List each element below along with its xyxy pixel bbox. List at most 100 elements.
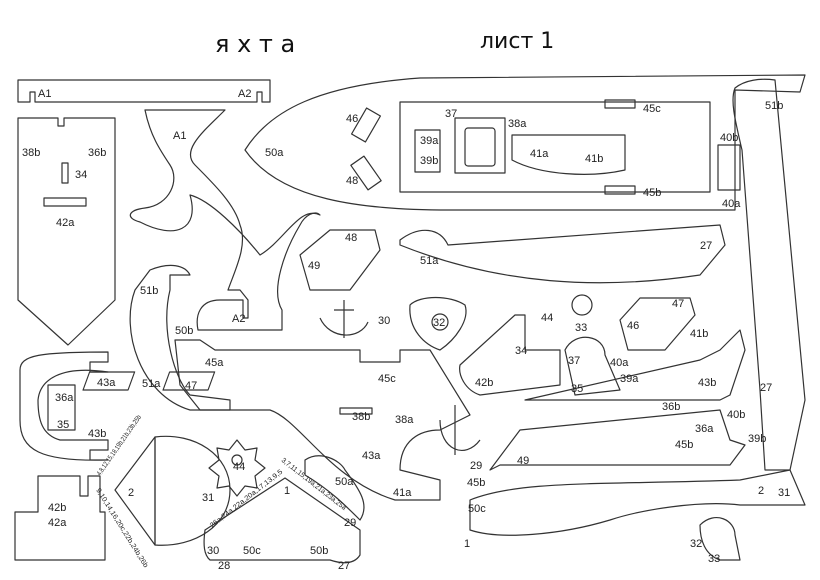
part-label: 30 — [378, 315, 390, 327]
part-label: 39a — [420, 135, 439, 147]
part-label: 1 — [464, 538, 470, 550]
part-label: 46 — [627, 320, 639, 332]
part-34-44 — [459, 314, 561, 396]
cutout-38a-inner — [464, 127, 496, 167]
part-label: 31 — [202, 492, 214, 504]
gear-44 — [208, 439, 266, 497]
part-41b-43b — [524, 329, 746, 401]
part-label: 44 — [541, 312, 553, 324]
part-label: 39b — [420, 155, 438, 167]
part-label: 41a — [393, 487, 412, 499]
part-40 — [717, 144, 741, 191]
part-label: A2 — [238, 88, 251, 100]
part-36a-35 — [47, 384, 76, 431]
edge-label-upper-left: 4,8,12,15,18,19b,21b,23b,25b — [96, 414, 143, 477]
part-label: 43b — [88, 428, 106, 440]
cutout-48 — [350, 155, 382, 191]
part-label: 49 — [308, 260, 320, 272]
part-37-40a — [564, 336, 621, 396]
part-label: 38b — [22, 147, 40, 159]
window-1 — [82, 371, 136, 391]
part-label: 36a — [55, 392, 74, 404]
part-keel — [469, 469, 806, 536]
part-label: 35 — [57, 419, 69, 431]
part-label: 47 — [672, 298, 684, 310]
part-51a-sail — [399, 224, 726, 284]
part-label: 42b — [48, 502, 66, 514]
part-38b-panel — [17, 117, 116, 346]
part-label: 45b — [467, 477, 485, 489]
hole-32 — [431, 313, 449, 331]
part-label: 37 — [568, 355, 580, 367]
deck-inner — [399, 101, 711, 193]
part-label: 36b — [88, 147, 106, 159]
part-label: 50a — [335, 476, 354, 488]
part-label: 50b — [175, 325, 193, 337]
part-label: 50c — [243, 545, 261, 557]
edge-label-triangle-left: 26a,24a,22a,20a,17,13,9,5 — [209, 469, 284, 530]
title: я х т а — [215, 30, 295, 58]
part-label: 32 — [690, 538, 702, 550]
cutout-39 — [414, 129, 441, 173]
part-label: 45c — [643, 103, 661, 115]
parts-outlines — [14, 74, 806, 564]
part-label: 50b — [310, 545, 328, 557]
part-label: 43b — [698, 377, 716, 389]
part-label: 45c — [378, 373, 396, 385]
part-label: 40b — [727, 409, 745, 421]
part-label: 31 — [778, 487, 790, 499]
part-label: 27 — [760, 382, 772, 394]
part-label: 42a — [48, 517, 67, 529]
part-label: 41b — [585, 153, 603, 165]
sheet-label: лист 1 — [480, 29, 554, 54]
part-label: 36a — [695, 423, 714, 435]
part-label: 30 — [207, 545, 219, 557]
part-33 — [571, 294, 593, 316]
part-label: A2 — [232, 313, 245, 325]
part-label: 41a — [530, 148, 549, 160]
part-label: 45b — [675, 439, 693, 451]
part-label: 51a — [142, 378, 161, 390]
part-label: 47 — [185, 380, 197, 392]
slot-45b — [604, 185, 636, 195]
part-label: 28 — [218, 560, 230, 572]
part-32-33 — [699, 517, 741, 561]
part-45b-49 — [489, 409, 746, 471]
slot-45c — [604, 99, 636, 109]
part-label: 42b — [475, 377, 493, 389]
anchor-30 — [319, 300, 369, 338]
part-stand — [129, 109, 321, 331]
part-label: 36b — [662, 401, 680, 413]
cutout-41 — [511, 134, 626, 175]
part-label: 43a — [362, 450, 381, 462]
part-label: 44 — [233, 461, 245, 473]
part-36a-frame — [19, 351, 109, 461]
part-label: 33 — [708, 553, 720, 565]
part-label: 37 — [445, 108, 457, 120]
part-label: 2 — [758, 485, 764, 497]
part-label: 34 — [75, 169, 87, 181]
part-label: 48 — [345, 232, 357, 244]
part-deck — [244, 74, 806, 211]
part-label: 43a — [97, 377, 116, 389]
slot-34 — [61, 162, 69, 184]
part-50a — [304, 455, 365, 521]
part-label: 40a — [722, 198, 741, 210]
part-label: 32 — [433, 317, 445, 329]
part-label: 38b — [352, 411, 370, 423]
part-label: 45b — [643, 187, 661, 199]
part-label: 39b — [748, 433, 766, 445]
anchor-29 — [439, 405, 481, 455]
part-label: 42a — [56, 217, 75, 229]
slot-38b — [339, 407, 373, 415]
part-label: 29 — [470, 460, 482, 472]
part-32 — [409, 296, 467, 351]
part-label: 35 — [571, 383, 583, 395]
part-label: A1 — [173, 130, 186, 142]
part-51b-left — [129, 264, 231, 411]
part-label: 46 — [346, 113, 358, 125]
part-label: 38a — [508, 118, 527, 130]
part-a-bar — [17, 79, 271, 103]
